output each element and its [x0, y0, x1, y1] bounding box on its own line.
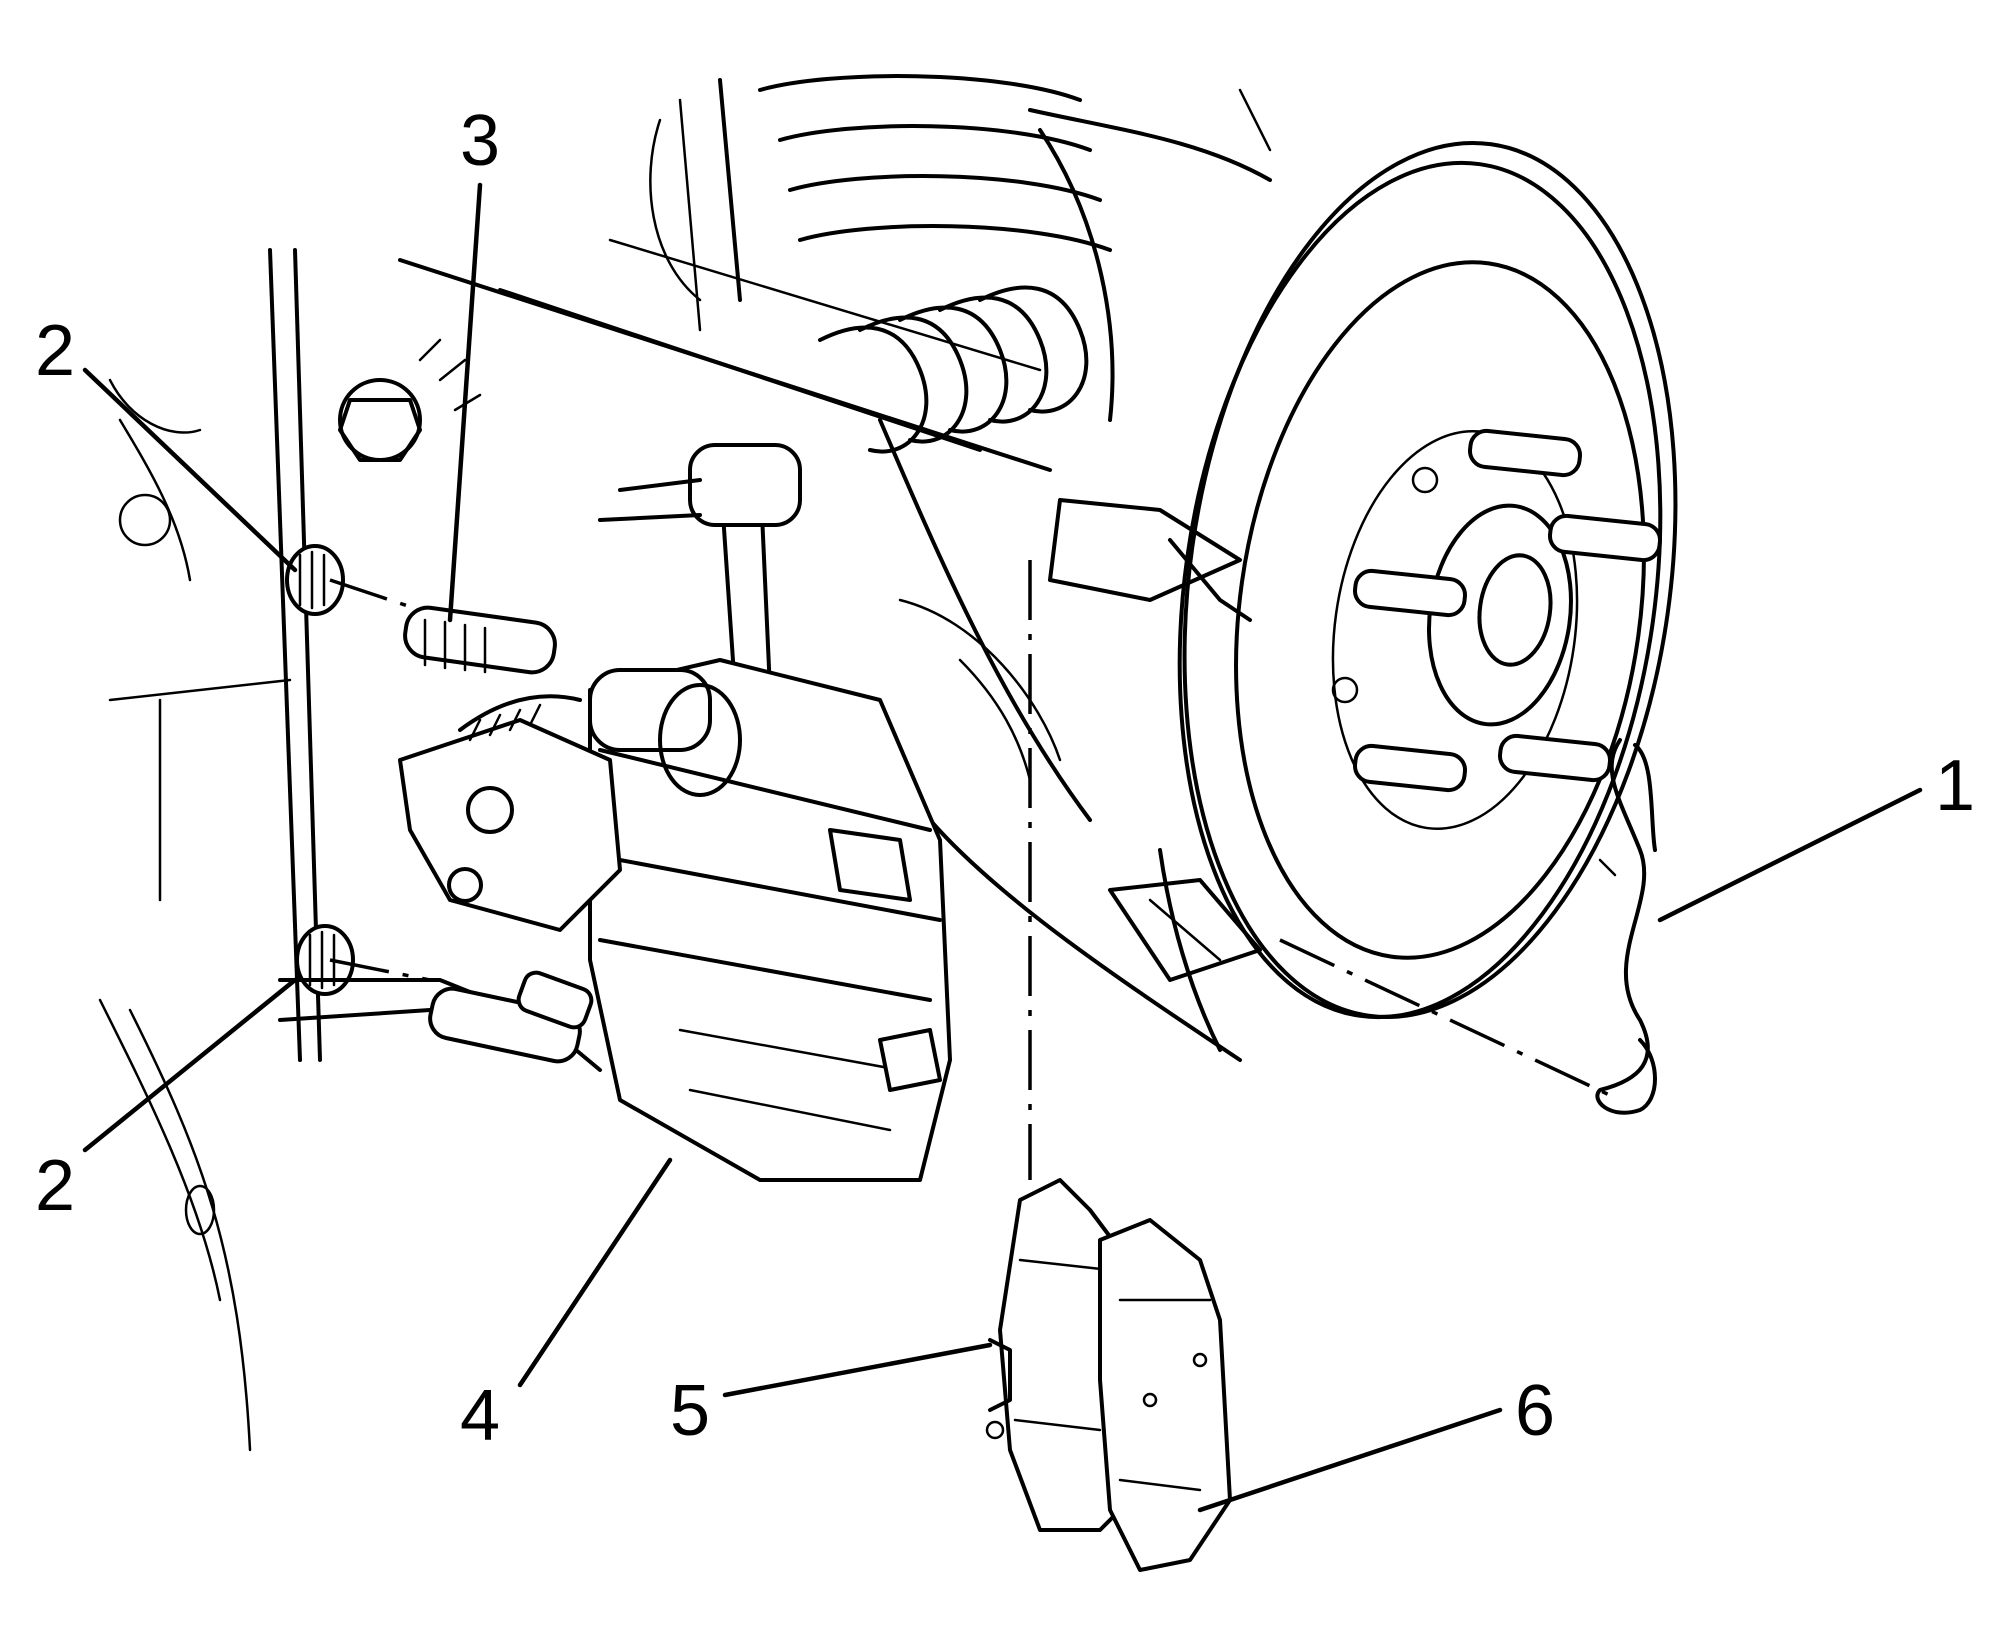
callout-6: 6 [1515, 1371, 1555, 1451]
upper-bolt-2 [285, 544, 345, 616]
assembly-centerlines [329, 560, 1621, 1180]
lower-bolt-2 [295, 924, 355, 996]
callout-labels: 1 2 2 3 4 5 6 [35, 101, 1975, 1456]
outer-brake-pad-6 [1098, 1218, 1232, 1572]
brake-rotor [1177, 141, 1678, 1020]
callout-2-lower: 2 [35, 1146, 75, 1226]
caliper-mounting-bolts [285, 544, 355, 996]
leader-lines [82, 182, 1923, 1513]
caliper-bracket-area [1048, 498, 1262, 982]
callout-4: 4 [460, 1376, 500, 1456]
callout-3: 3 [460, 101, 500, 181]
callout-2-upper: 2 [35, 311, 75, 391]
wheel-studs [1353, 428, 1662, 793]
brake-pads [985, 1178, 1232, 1572]
brake-caliper [278, 658, 952, 1182]
callout-1: 1 [1935, 746, 1975, 826]
callout-5: 5 [670, 1371, 710, 1451]
pad-retainer-clip-1 [1595, 738, 1657, 1115]
suspension-background [98, 74, 1272, 1452]
guide-pin-3 [403, 605, 557, 675]
